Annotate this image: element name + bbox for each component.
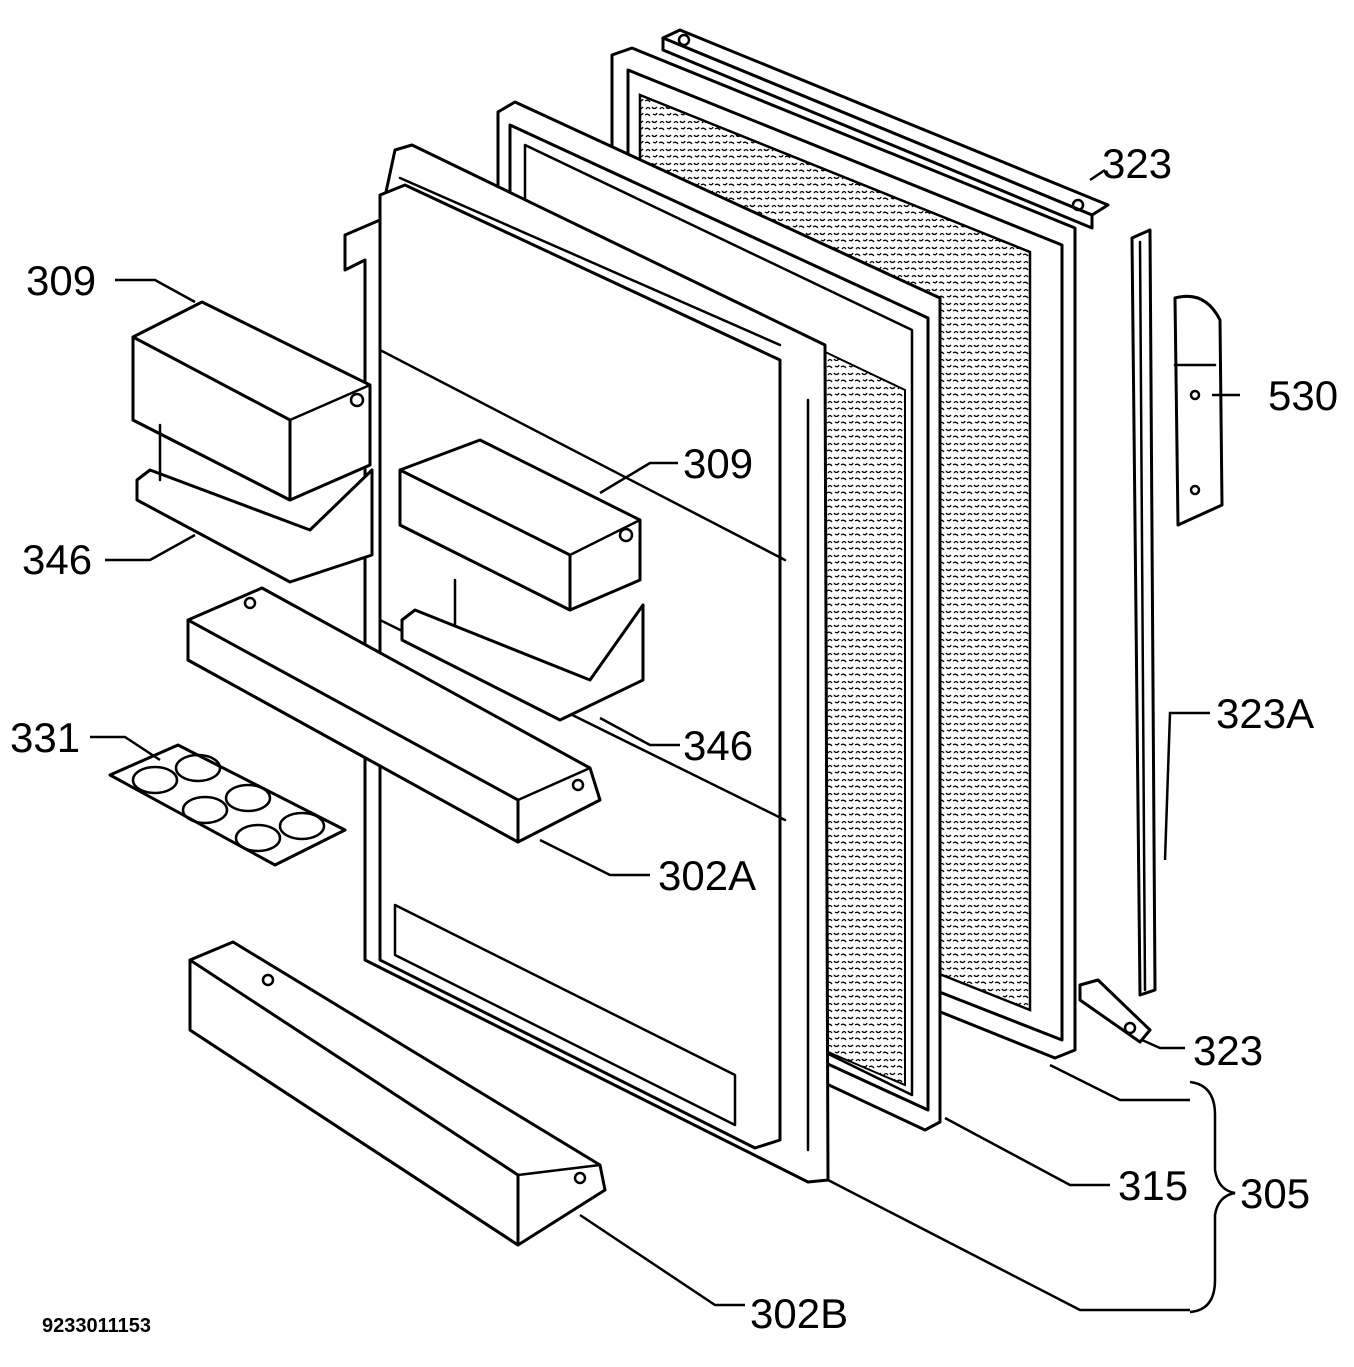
butter-box-center [398, 438, 645, 722]
leader-lines [90, 168, 1240, 1314]
label-door-hinge-bottom: 323 [1193, 1027, 1263, 1074]
label-handle: 530 [1268, 372, 1338, 419]
label-door-shelf-lower: 302B [750, 1290, 848, 1337]
door-shelf-upper-part [186, 586, 602, 844]
bottom-hinge-part [1078, 978, 1152, 1044]
inner-door-liner [343, 143, 830, 1184]
label-door-assembly: 305 [1240, 1170, 1310, 1217]
handle-part [1173, 294, 1224, 527]
label-butter-tray-center: 346 [683, 722, 753, 769]
top-hinge-part [661, 28, 1110, 230]
label-door-shelf-upper: 302A [658, 852, 756, 899]
label-hinge-strip: 323A [1216, 690, 1314, 737]
door-shelf-lower-part [188, 940, 607, 1247]
document-number: 9233011153 [42, 1315, 151, 1337]
label-door-hinge-top: 323 [1102, 140, 1172, 187]
butter-box-left [131, 300, 374, 584]
hinge-strip-part [1130, 228, 1157, 997]
label-butter-lid-left: 309 [26, 257, 96, 304]
label-door-gasket: 315 [1118, 1162, 1188, 1209]
label-egg-tray: 331 [10, 714, 80, 761]
egg-tray-part [108, 743, 347, 867]
label-butter-tray-left: 346 [22, 536, 92, 583]
label-butter-lid-center: 309 [683, 440, 753, 487]
